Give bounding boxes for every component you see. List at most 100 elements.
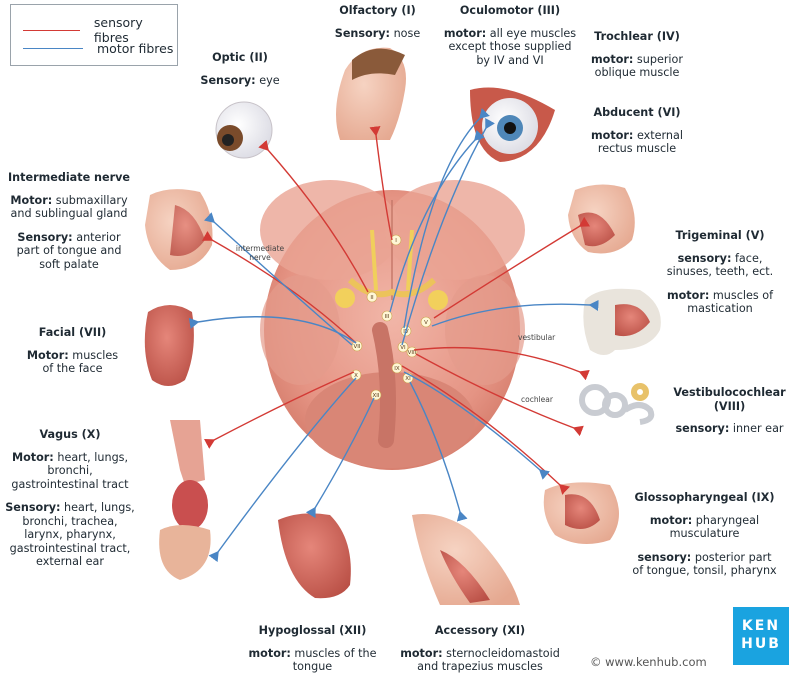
optic-block: Optic (II) Sensory: eye: [195, 51, 285, 97]
abducent-desc: external rectus muscle: [597, 128, 683, 156]
logo-line-2: HUB: [741, 636, 781, 652]
cochlear-sensory-fibre: [415, 353, 584, 437]
accessory-block: Accessory (XI) motor: sternocleidomastoi…: [395, 624, 565, 684]
intermediate-nerve-label: intermediate nerve: [235, 244, 285, 262]
vagus-desc-2: heart, lungs, bronchi, trachea, larynx, …: [9, 501, 135, 568]
oculomotor-block: Oculomotor (III) motor: all eye muscles …: [440, 4, 580, 77]
legend: sensory fibres motor fibres: [10, 4, 178, 66]
facial-title: Facial (VII): [38, 326, 107, 339]
intermediate-title: Intermediate nerve: [8, 171, 130, 184]
intermediate-key-1: Motor:: [10, 193, 53, 207]
oculomotor-key: motor:: [443, 26, 487, 40]
vagus-key-1: Motor:: [11, 450, 54, 464]
vagus-organs-illustration: [159, 420, 211, 580]
hypoglossal-desc: muscles of the tongue: [290, 646, 377, 674]
facial-desc: muscles of the face: [42, 348, 119, 376]
glossopharyngeal-head-illustration: [543, 482, 619, 544]
olfactory-block: Olfactory (I) Sensory: nose: [325, 4, 430, 50]
kenhub-logo: KEN HUB: [733, 607, 789, 665]
trochlear-desc: superior oblique muscle: [594, 52, 683, 80]
intermediate-desc-2: anterior part of tongue and soft palate: [16, 230, 122, 271]
optic-key: Sensory:: [200, 73, 256, 87]
vagus-key-2: Sensory:: [5, 501, 61, 514]
intermediate-head-illustration: [145, 189, 213, 270]
vestibulocochlear-title: Vestibulocochlear (VIII): [673, 386, 786, 413]
glossopharyngeal-key-2: sensory:: [637, 550, 692, 564]
facial-head-illustration: [144, 305, 194, 386]
glossopharyngeal-block: Glossopharyngeal (IX) motor: pharyngeal …: [632, 491, 777, 588]
optic-eye-illustration: [215, 101, 273, 159]
nerve-number-V: V: [424, 320, 428, 326]
accessory-title: Accessory (XI): [434, 624, 526, 637]
trigeminal-desc-1: face, sinuses, teeth, ect.: [666, 251, 774, 279]
vagus-block: Vagus (X) Motor: heart, lungs, bronchi, …: [2, 428, 138, 579]
olfactory-key: Sensory:: [334, 26, 391, 40]
hypoglossal-motor-fibre: [305, 397, 375, 519]
facial-block: Facial (VII) Motor: muscles of the face: [25, 326, 120, 386]
facial-motor-fibre: [188, 316, 357, 344]
nerve-number-III: III: [385, 314, 390, 320]
legend-motor: motor fibres: [23, 41, 173, 56]
oculomotor-eye-illustration: [470, 87, 555, 162]
glossopharyngeal-desc-1: pharyngeal musculature: [669, 513, 760, 541]
copyright-text: © www.kenhub.com: [590, 655, 707, 669]
optic-desc: eye: [255, 73, 280, 87]
trigeminal-title: Trigeminal (V): [675, 229, 765, 242]
skull-illustration: [583, 288, 661, 355]
vestibulocochlear-desc: inner ear: [729, 422, 784, 435]
nerve-number-II: II: [370, 295, 374, 301]
optic-title: Optic (II): [212, 51, 268, 64]
cochlear-label: cochlear: [521, 395, 553, 404]
intermediate-sensory-fibre: [201, 230, 357, 344]
trigeminal-block: Trigeminal (V) sensory: face, sinuses, t…: [665, 229, 775, 326]
legend-sensory-label: sensory fibres: [93, 15, 143, 45]
nerve-number-XI: XI: [405, 376, 411, 382]
hypoglossal-title: Hypoglossal (XII): [258, 624, 367, 637]
trochlear-block: Trochlear (IV) motor: superior oblique m…: [587, 30, 687, 90]
trigeminal-key-1: sensory:: [677, 251, 732, 265]
abducent-key: motor:: [591, 128, 634, 142]
abducent-block: Abducent (VI) motor: external rectus mus…: [587, 106, 687, 166]
vestibular-label: vestibular: [518, 333, 556, 342]
trigeminal-desc-2: muscles of mastication: [687, 288, 774, 316]
abducent-title: Abducent (VI): [593, 106, 681, 119]
inner-ear-illustration: [579, 383, 655, 425]
hypoglossal-block: Hypoglossal (XII) motor: muscles of the …: [245, 624, 380, 684]
olfactory-desc: nose: [390, 26, 421, 40]
trochlear-title: Trochlear (IV): [594, 30, 680, 43]
accessory-neck-illustration: [412, 514, 520, 605]
vagus-title: Vagus (X): [39, 428, 101, 441]
nerve-number-I: I: [395, 238, 397, 244]
glossopharyngeal-desc-2: posterior part of tongue, tonsil, pharyn…: [632, 550, 777, 578]
olfactory-sensory-fibre: [369, 125, 393, 241]
sensory-line-swatch: [23, 29, 80, 31]
intermediate-block: Intermediate nerve Motor: submaxillary a…: [5, 171, 133, 281]
vestibulocochlear-key: sensory:: [675, 422, 730, 435]
oculomotor-motor-fibre: [389, 130, 485, 313]
nerve-number-XII: XII: [372, 393, 379, 399]
trigeminal-sensory-fibre: [433, 216, 591, 319]
trigeminal-motor-fibre: [431, 299, 599, 327]
vestibular-sensory-fibre: [413, 346, 590, 381]
glossopharyngeal-sensory-fibre: [401, 365, 570, 495]
glossopharyngeal-title: Glossopharyngeal (IX): [634, 491, 775, 504]
glossopharyngeal-motor-fibre: [403, 371, 551, 480]
oculomotor-title: Oculomotor (III): [459, 4, 561, 17]
nerve-number-VII: VII: [353, 344, 360, 350]
abducent-motor-fibre: [401, 117, 495, 346]
oculomotor-desc: all eye muscles except those supplied by…: [448, 26, 577, 67]
vestibulocochlear-block: Vestibulocochlear (VIII) sensory: inner …: [662, 386, 797, 446]
vagus-sensory-fibre: [203, 371, 355, 449]
legend-motor-label: motor fibres: [97, 41, 174, 56]
intermediate-desc-1: submaxillary and sublingual gland: [10, 193, 128, 221]
logo-line-1: KEN: [741, 618, 781, 634]
hypoglossal-tongue-illustration: [278, 513, 351, 599]
nerve-number-X: X: [354, 373, 358, 379]
facial-key: Motor:: [26, 348, 69, 362]
vagus-desc-1: heart, lungs, bronchi, gastrointestinal …: [11, 450, 129, 491]
optic-sensory-fibre: [258, 139, 369, 293]
legend-sensory: sensory fibres: [23, 15, 177, 45]
accessory-desc: sternocleidomastoid and trapezius muscle…: [417, 646, 560, 674]
